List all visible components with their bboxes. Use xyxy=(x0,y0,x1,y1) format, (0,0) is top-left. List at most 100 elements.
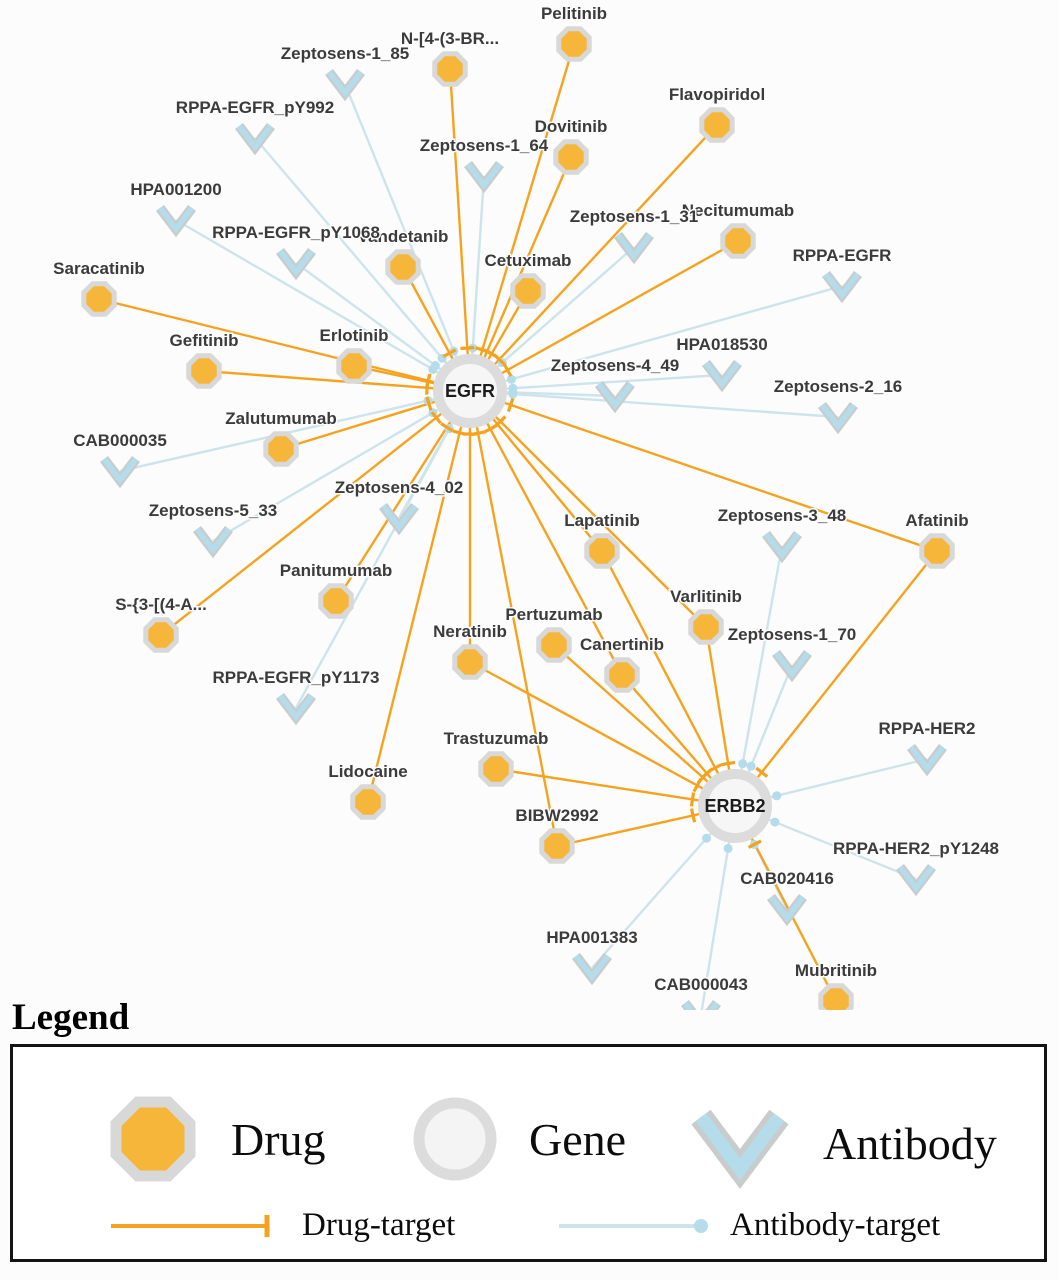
drug-node-pelitinib[interactable] xyxy=(556,26,592,62)
gene-node-egfr[interactable] xyxy=(433,354,507,428)
drug-target-edge-icon xyxy=(111,1214,270,1237)
drug-node-erlotinib[interactable] xyxy=(336,348,372,384)
drug-target-edge xyxy=(366,390,472,803)
antibody-node-inner-rppa_egfr_py1068 xyxy=(277,249,315,277)
edge-dot-icon xyxy=(746,761,756,771)
gene-node-erbb2[interactable] xyxy=(698,769,772,843)
inhibition-tee-icon xyxy=(755,766,769,778)
drug-node-dovitinib[interactable] xyxy=(553,139,589,175)
node-label: Gefitinib xyxy=(170,331,239,350)
drug-node-n4_3br[interactable] xyxy=(432,51,468,87)
nodes xyxy=(81,26,955,1010)
drug-node-s3_4a[interactable] xyxy=(143,617,179,653)
edge-endcaps xyxy=(423,343,782,853)
inhibition-tee-icon xyxy=(430,411,442,425)
inhibition-tee-icon xyxy=(747,839,762,849)
drug-target-edge xyxy=(469,239,739,393)
legend-item-drug-target: Drug-target xyxy=(105,1207,455,1244)
legend-label-drug-target: Drug-target xyxy=(302,1207,456,1243)
inhibition-tee-icon xyxy=(689,808,697,823)
drug-node-mubritinib[interactable] xyxy=(818,983,854,1010)
edge-dot-icon xyxy=(508,389,518,399)
inhibition-tee-icon xyxy=(506,397,515,413)
drug-node-neratinib[interactable] xyxy=(452,644,488,680)
antibody-icon xyxy=(691,1109,789,1189)
antibody-node-inner-hpa018530 xyxy=(703,361,741,389)
inhibition-tee-icon xyxy=(483,424,498,434)
inhibition-tee-icon xyxy=(470,430,486,437)
node-label: Erlotinib xyxy=(320,326,389,345)
edge-dot-icon xyxy=(723,843,733,853)
drug-node-bibw2992[interactable] xyxy=(539,828,575,864)
legend-label-gene: Gene xyxy=(529,1113,627,1165)
drug-target-edge xyxy=(469,660,736,808)
inhibition-tee-icon xyxy=(440,422,454,433)
drug-node-lidocaine[interactable] xyxy=(350,784,386,820)
node-label: Lidocaine xyxy=(328,762,407,781)
node-label: Zeptosens-1_85 xyxy=(281,44,410,63)
antibody-target-edge xyxy=(175,218,471,393)
edge-dot-icon xyxy=(702,833,712,843)
drug-target-edge xyxy=(468,390,559,847)
drug-node-gefitinib[interactable] xyxy=(186,353,222,389)
drug-node-afatinib[interactable] xyxy=(919,533,955,569)
gene-label: EGFR xyxy=(445,381,495,401)
edge-dot-icon xyxy=(772,791,782,801)
drug-target-edge xyxy=(600,550,737,807)
antibody-node-inner-zep4_49 xyxy=(596,382,634,410)
drug-node-varlitinib[interactable] xyxy=(688,609,724,645)
antibody-target-edge xyxy=(343,83,472,392)
drug-node-flavopiridol[interactable] xyxy=(699,107,735,143)
antibody-node-inner-zep4_02 xyxy=(380,504,418,532)
antibody-target-edge xyxy=(212,389,471,543)
drug-node-panitumumab[interactable] xyxy=(318,583,354,619)
antibody-node-inner-zep1_64 xyxy=(465,162,503,190)
drug-node-canertinib[interactable] xyxy=(604,657,640,693)
node-label: S-{3-[(4-A... xyxy=(115,595,207,614)
antibody-node-inner-cab020416 xyxy=(768,895,806,923)
node-label: N-[4-(3-BR... xyxy=(401,29,499,48)
antibody-node-inner-rppa_her2_py1248 xyxy=(897,865,935,893)
node-label: CAB000043 xyxy=(654,975,748,994)
node-label: Zeptosens-1_70 xyxy=(728,625,857,644)
node-label: RPPA-EGFR_pY1068 xyxy=(212,223,380,242)
edge-dot-icon xyxy=(430,361,440,371)
antibody-target-edge xyxy=(294,390,472,709)
inhibition-tee-icon xyxy=(460,346,475,351)
gene-icon xyxy=(413,1097,497,1181)
drug-node-lapatinib[interactable] xyxy=(584,533,620,569)
edge-dot-icon xyxy=(506,374,516,384)
node-label: CAB020416 xyxy=(740,869,834,888)
antibody-target-edge xyxy=(254,137,471,392)
drug-node-trastuzumab[interactable] xyxy=(478,751,514,787)
drug-node-necitumumab[interactable] xyxy=(720,223,756,259)
node-label: Saracatinib xyxy=(53,259,145,278)
node-label: Trastuzumab xyxy=(444,729,549,748)
node-label: Cetuximab xyxy=(485,251,572,270)
drug-target-edge xyxy=(160,390,471,636)
node-label: Canertinib xyxy=(580,635,664,654)
drug-node-vandetanib[interactable] xyxy=(385,249,421,285)
drug-target-edge xyxy=(469,390,707,628)
drug-target-edge xyxy=(468,43,576,392)
drug-node-cetuximab[interactable] xyxy=(510,273,546,309)
inhibition-tee-icon xyxy=(502,363,513,377)
drug-node-saracatinib[interactable] xyxy=(81,281,117,317)
gene-label: ERBB2 xyxy=(704,796,765,816)
node-label: HPA001200 xyxy=(130,180,221,199)
node-label: Mubritinib xyxy=(795,961,877,980)
node-label: Zalutumumab xyxy=(225,409,336,428)
antibody-node-inner-zep1_70 xyxy=(773,651,811,679)
drug-target-edge xyxy=(448,68,472,392)
antibody-node-inner-zep5_33 xyxy=(194,527,232,555)
inhibition-tee-icon xyxy=(425,396,433,411)
drug-node-zalutumumab[interactable] xyxy=(263,431,299,467)
inhibition-tee-icon xyxy=(494,415,507,428)
node-label: Varlitinib xyxy=(670,587,742,606)
node-label: Zeptosens-4_49 xyxy=(551,356,680,375)
node-label: CAB000035 xyxy=(73,431,167,450)
drug-target-edge xyxy=(734,550,938,807)
node-label: Zeptosens-1_64 xyxy=(420,136,549,155)
drug-node-pertuzumab[interactable] xyxy=(536,627,572,663)
node-label: HPA001383 xyxy=(546,928,637,947)
